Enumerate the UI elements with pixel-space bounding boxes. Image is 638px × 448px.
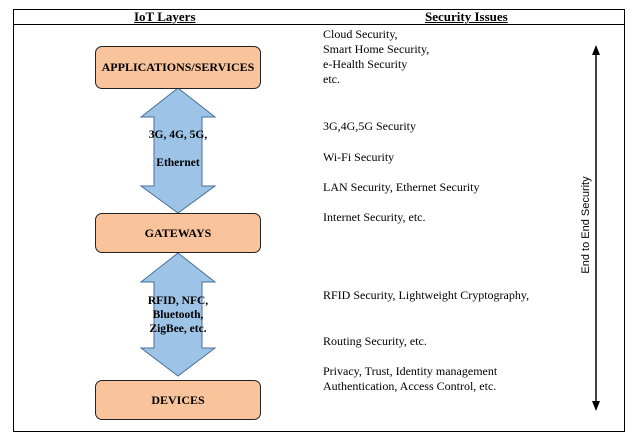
upper-connection-label: 3G, 4G, 5G, Ethernet bbox=[128, 128, 228, 170]
gateways-box: GATEWAYS bbox=[95, 213, 261, 253]
lan-issue: LAN Security, Ethernet Security bbox=[323, 180, 480, 194]
end-to-end-security-label: End to End Security bbox=[580, 176, 592, 274]
lower-connection-line-3: ZigBee, etc. bbox=[149, 323, 207, 335]
lower-connection-label: RFID, NFC, Bluetooth, ZigBee, etc. bbox=[128, 294, 228, 336]
devices-issue-2: Authentication, Access Control, etc. bbox=[323, 379, 497, 393]
upper-connection-line-2 bbox=[128, 142, 228, 156]
upper-connection-line-3: Ethernet bbox=[156, 157, 200, 169]
diagram-frame bbox=[13, 9, 625, 432]
devices-box: DEVICES bbox=[95, 380, 261, 420]
internet-issue: Internet Security, etc. bbox=[323, 210, 426, 224]
security-issues-header: Security Issues bbox=[425, 9, 508, 24]
rfid-issue: RFID Security, Lightweight Cryptography, bbox=[323, 288, 530, 302]
wifi-issue: Wi-Fi Security bbox=[323, 150, 395, 164]
devices-issue-1: Privacy, Trust, Identity management bbox=[323, 364, 498, 378]
end-to-end-arrow-top-head bbox=[592, 45, 600, 55]
lower-connection-line-2: Bluetooth, bbox=[152, 309, 204, 321]
lower-double-arrow bbox=[139, 252, 217, 377]
lower-connection-line-1: RFID, NFC, bbox=[147, 295, 209, 307]
upper-connection-line-1: 3G, 4G, 5G, bbox=[148, 129, 208, 141]
applications-issue-2: Smart Home Security, bbox=[323, 42, 430, 56]
applications-issue-4: etc. bbox=[323, 72, 340, 86]
cellular-issue: 3G,4G,5G Security bbox=[323, 119, 416, 133]
iot-layers-header: IoT Layers bbox=[134, 9, 196, 24]
applications-issue-1: Cloud Security, bbox=[323, 27, 398, 41]
applications-issue-3: e-Health Security bbox=[323, 57, 408, 71]
applications-issues: Cloud Security, Smart Home Security, e-H… bbox=[323, 27, 429, 87]
header-divider bbox=[13, 24, 625, 25]
applications-services-box: APPLICATIONS/SERVICES bbox=[95, 46, 261, 89]
devices-issues: Privacy, Trust, Identity management Auth… bbox=[323, 364, 497, 394]
end-to-end-arrow-bottom-head bbox=[592, 401, 600, 411]
routing-issue: Routing Security, etc. bbox=[323, 334, 427, 348]
